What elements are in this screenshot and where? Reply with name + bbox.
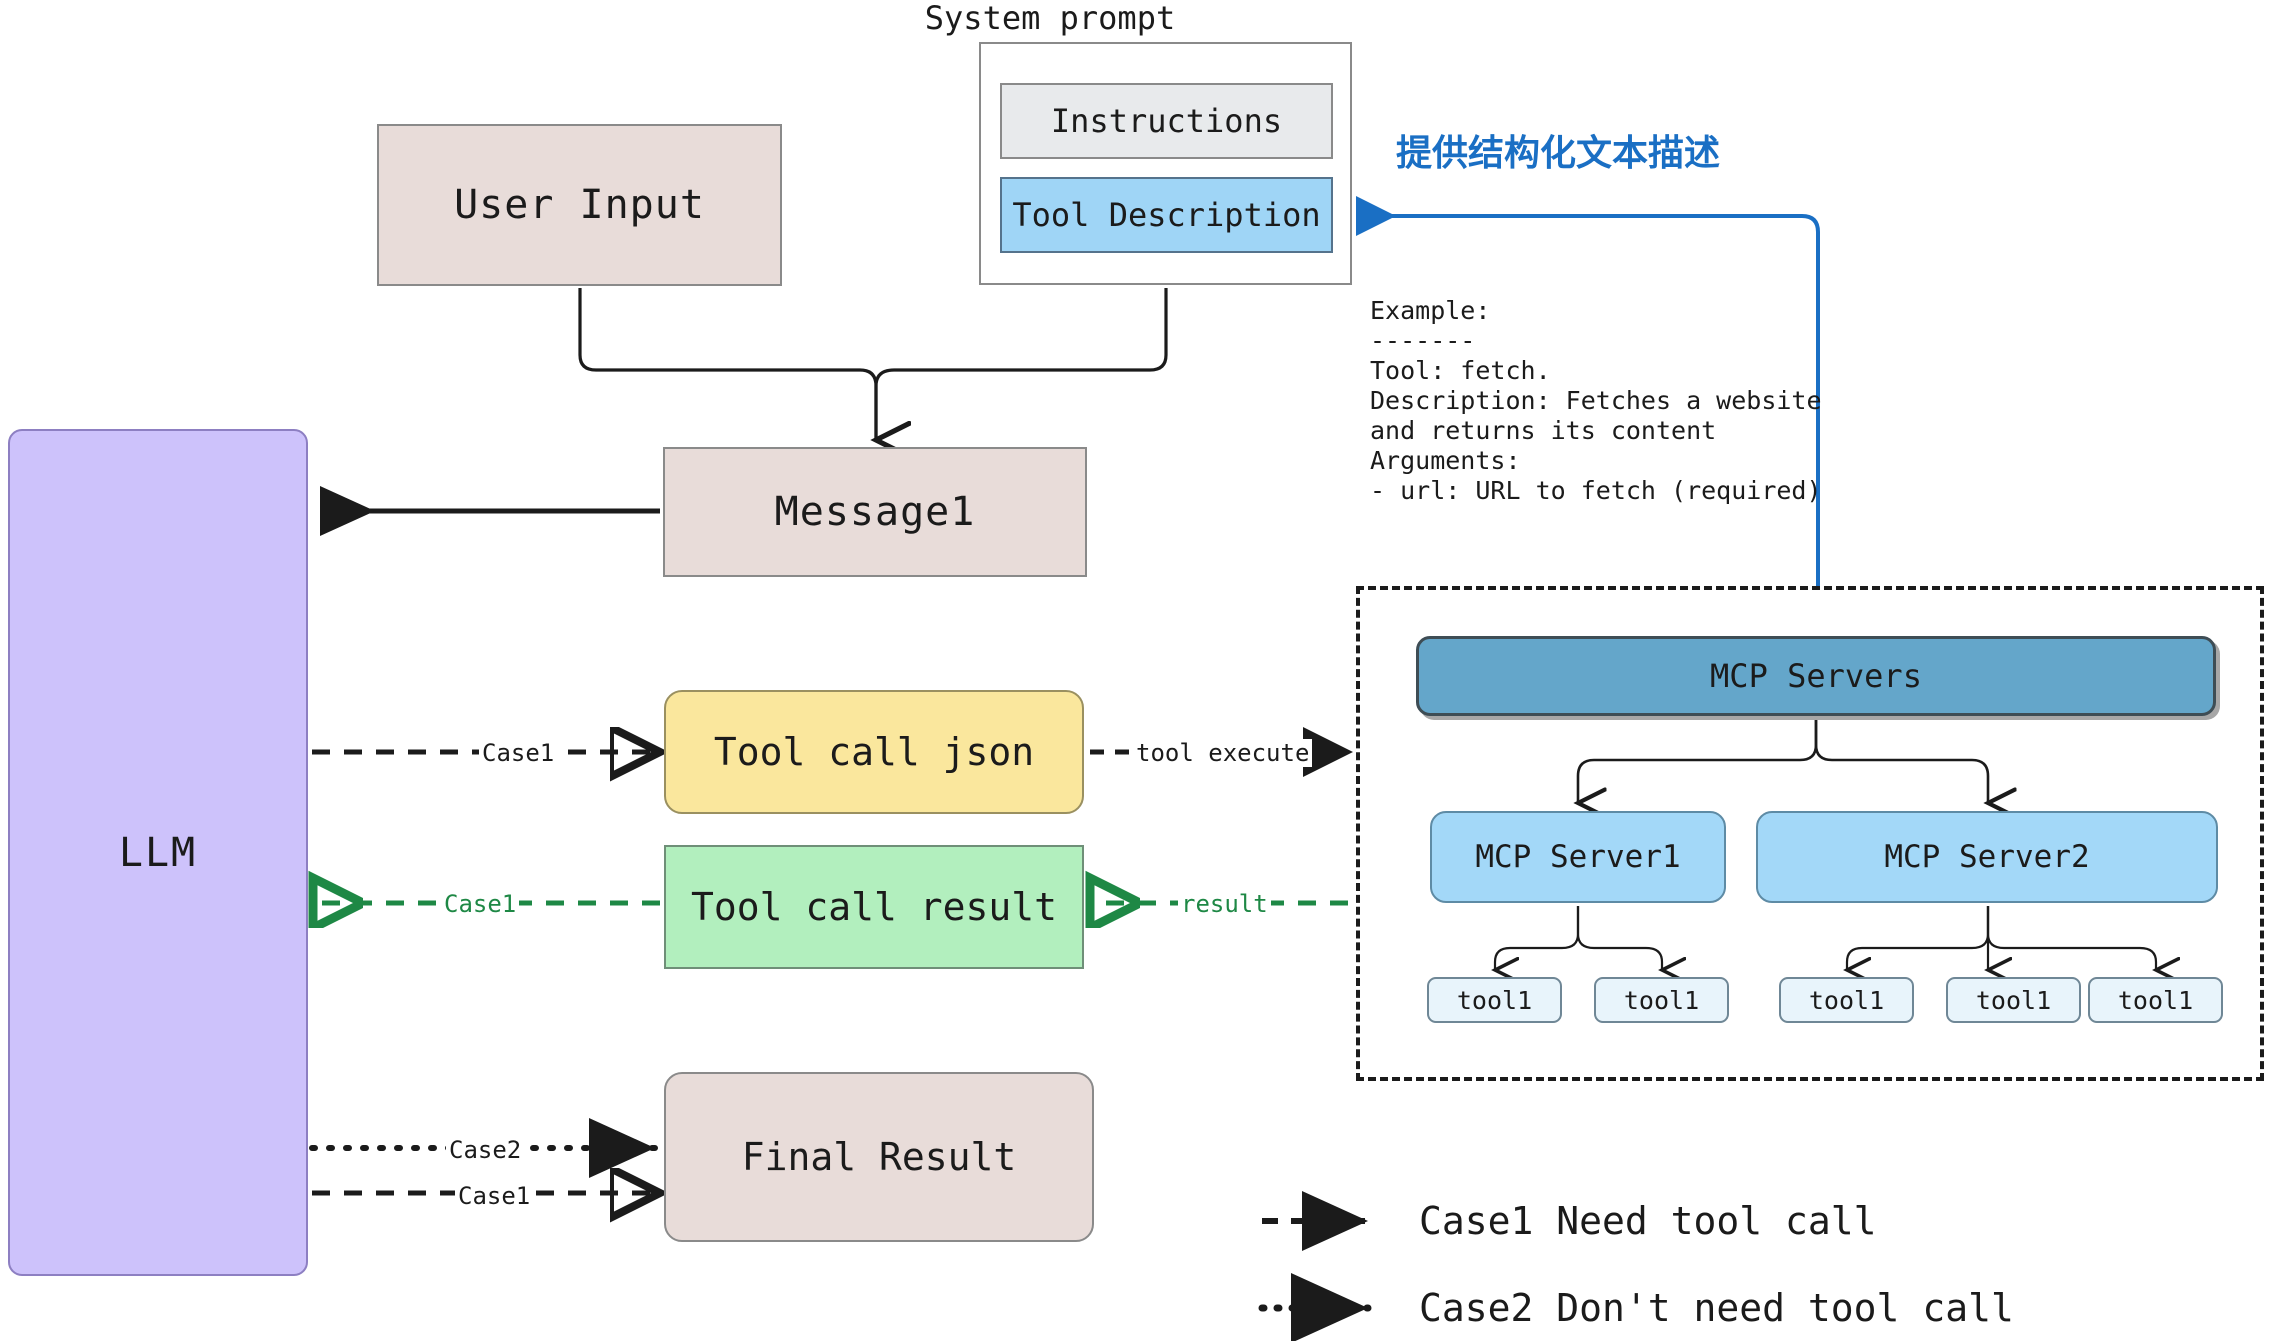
tool-node[interactable]: tool1	[1946, 977, 2081, 1023]
edge-sysprompt-to-message1	[874, 288, 1168, 440]
edge-label-case1-final: Case1	[455, 1182, 534, 1210]
message1-node[interactable]: Message1	[663, 447, 1087, 577]
edge-label-result: result	[1178, 890, 1271, 918]
tool-call-result-node[interactable]: Tool call result	[664, 845, 1084, 969]
legend-label-case2: Case2 Don't need tool call	[1419, 1286, 2014, 1330]
dotted-arrow-icon	[1262, 1296, 1392, 1320]
edge-userinput-to-message1	[578, 288, 876, 440]
tool-call-json-node[interactable]: Tool call json	[664, 690, 1084, 814]
edge-label-case1-result: Case1	[441, 890, 520, 918]
structured-text-annotation: 提供结构化文本描述	[1396, 133, 1721, 174]
llm-node[interactable]: LLM	[8, 429, 308, 1276]
mcp-server2-node[interactable]: MCP Server2	[1756, 811, 2218, 903]
tool-description-example-text: Example: ------- Tool: fetch. Descriptio…	[1370, 296, 1822, 505]
legend-item-case1: Case1 Need tool call	[1262, 1198, 1877, 1244]
edge-label-tool-execute: tool execute	[1133, 739, 1313, 767]
edge-label-case2-final: Case2	[446, 1136, 525, 1164]
tool-node[interactable]: tool1	[2088, 977, 2223, 1023]
tool-node[interactable]: tool1	[1427, 977, 1562, 1023]
system-prompt-label: System prompt	[924, 0, 1176, 37]
legend-label-case1: Case1 Need tool call	[1419, 1199, 1877, 1243]
edge-label-case1-toolcall: Case1	[479, 739, 558, 767]
final-result-node[interactable]: Final Result	[664, 1072, 1094, 1242]
tool-node[interactable]: tool1	[1779, 977, 1914, 1023]
legend-item-case2: Case2 Don't need tool call	[1262, 1285, 2014, 1331]
mcp-servers-node[interactable]: MCP Servers	[1416, 636, 2216, 716]
mcp-group-boundary	[1356, 586, 2264, 1081]
instructions-block[interactable]: Instructions	[1000, 83, 1333, 159]
tool-node[interactable]: tool1	[1594, 977, 1729, 1023]
user-input-node[interactable]: User Input	[377, 124, 782, 286]
tool-description-block[interactable]: Tool Description	[1000, 177, 1333, 253]
dashed-arrow-icon	[1262, 1209, 1392, 1233]
mcp-server1-node[interactable]: MCP Server1	[1430, 811, 1726, 903]
